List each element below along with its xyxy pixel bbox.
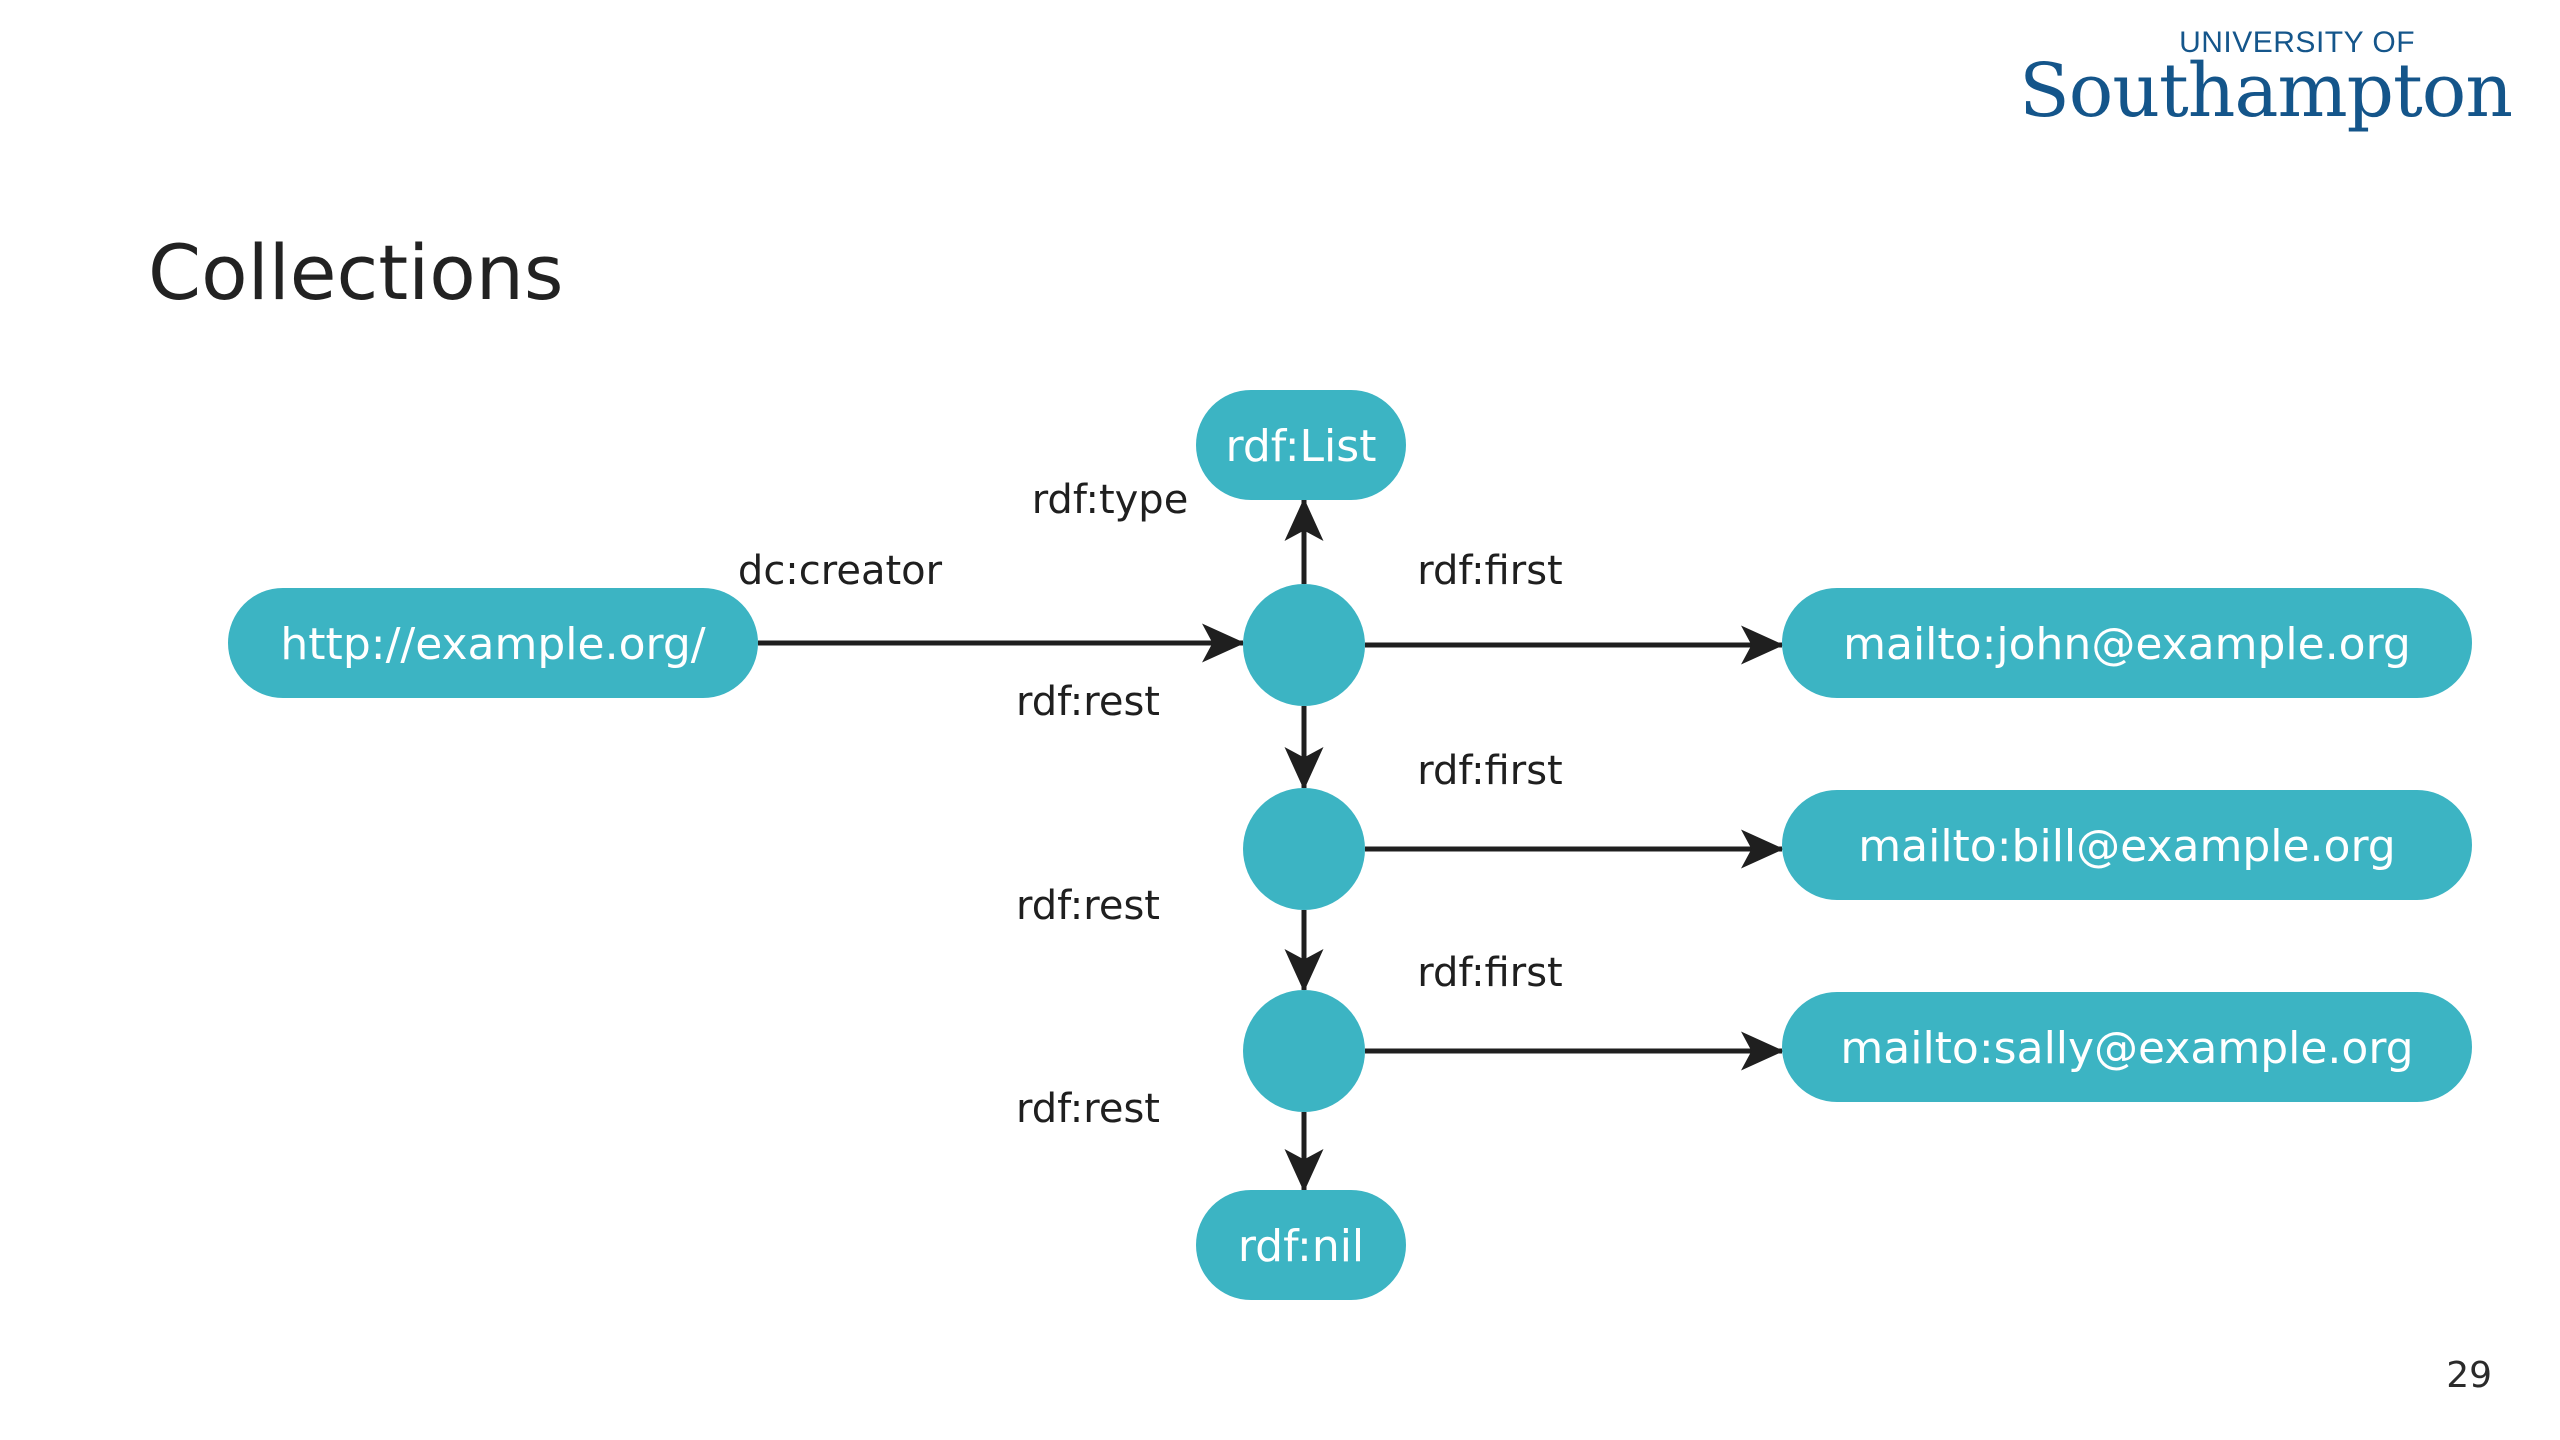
node-pill-shape bbox=[1782, 992, 2472, 1102]
edge-label-e-rest2: rdf:rest bbox=[1016, 883, 1160, 929]
node-pill-shape bbox=[1196, 1190, 1406, 1300]
node-bnode1[interactable] bbox=[1243, 584, 1365, 706]
node-bill[interactable]: mailto:bill@example.org bbox=[1782, 790, 2472, 900]
node-pill-shape bbox=[1196, 390, 1406, 500]
node-label-bill: mailto:bill@example.org bbox=[1858, 821, 2395, 872]
edge-label-e-type: rdf:type bbox=[1032, 477, 1189, 523]
edge-label-e-rest3: rdf:rest bbox=[1016, 1086, 1160, 1132]
blank-node-circle bbox=[1243, 584, 1365, 706]
node-pill-shape bbox=[228, 588, 758, 698]
logo-university-of-text: UNIVERSITY OF bbox=[2179, 26, 2416, 59]
edge-label-e-first2: rdf:first bbox=[1417, 748, 1562, 794]
edge-label-e-first1: rdf:first bbox=[1417, 548, 1562, 594]
node-pill-shape bbox=[1782, 588, 2472, 698]
node-label-subject: http://example.org/ bbox=[280, 619, 705, 670]
edge-label-layer: dc:creator rdf:type rdf:first rdf:rest rdf:f… bbox=[738, 477, 1563, 1132]
blank-node-circle bbox=[1243, 990, 1365, 1112]
page-title: Collections bbox=[148, 228, 564, 317]
edge-layer bbox=[758, 497, 1785, 1193]
edge-label-e-first3: rdf:first bbox=[1417, 950, 1562, 996]
node-rdflist[interactable]: rdf:List bbox=[1196, 390, 1406, 500]
node-john[interactable]: mailto:john@example.org bbox=[1782, 588, 2472, 698]
university-logo: UNIVERSITY OF Southampton bbox=[2019, 26, 2513, 134]
node-bnode2[interactable] bbox=[1243, 788, 1365, 910]
node-label-sally: mailto:sally@example.org bbox=[1840, 1023, 2413, 1074]
node-layer: http://example.org/rdf:List rdf:nil mailto… bbox=[228, 390, 2472, 1300]
node-bnode3[interactable] bbox=[1243, 990, 1365, 1112]
edge-label-e-rest1: rdf:rest bbox=[1016, 679, 1160, 725]
node-subject[interactable]: http://example.org/ bbox=[228, 588, 758, 698]
node-sally[interactable]: mailto:sally@example.org bbox=[1782, 992, 2472, 1102]
node-label-john: mailto:john@example.org bbox=[1843, 619, 2411, 670]
logo-southampton-text: Southampton bbox=[2019, 48, 2513, 134]
blank-node-circle bbox=[1243, 788, 1365, 910]
node-label-rdfnil: rdf:nil bbox=[1238, 1221, 1364, 1272]
node-rdfnil[interactable]: rdf:nil bbox=[1196, 1190, 1406, 1300]
node-label-rdflist: rdf:List bbox=[1226, 421, 1377, 472]
node-pill-shape bbox=[1782, 790, 2472, 900]
edge-label-e-creator: dc:creator bbox=[738, 548, 943, 594]
page-number: 29 bbox=[2446, 1355, 2492, 1396]
